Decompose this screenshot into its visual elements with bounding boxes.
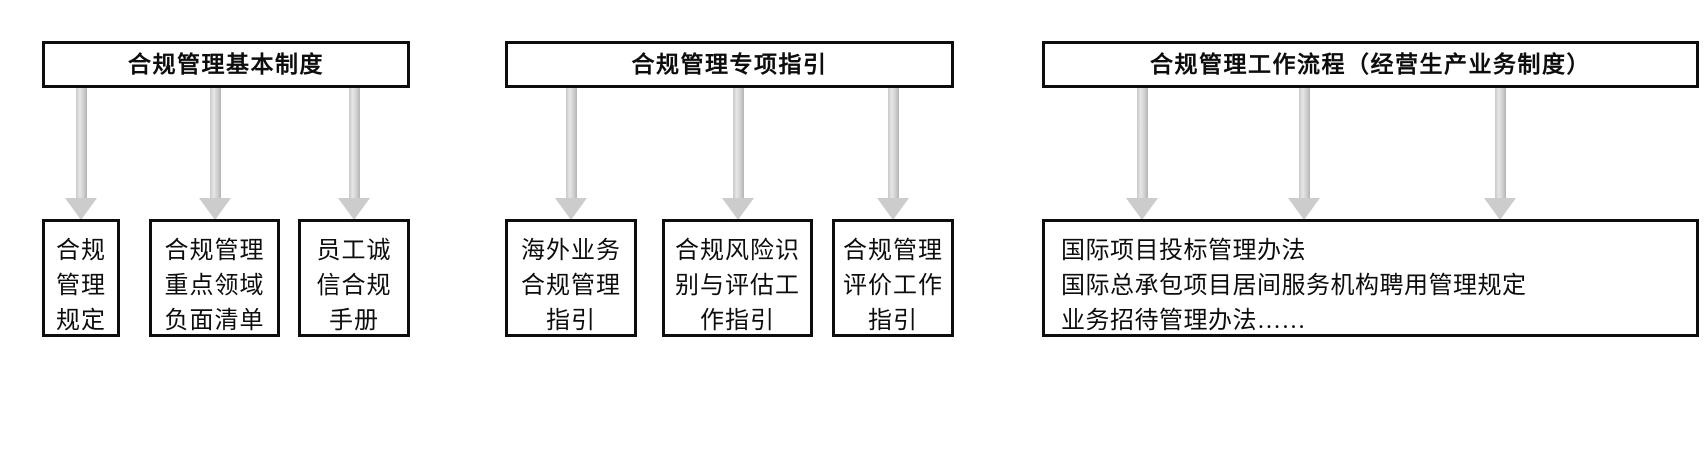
arrow-shaft	[1299, 88, 1310, 200]
leaf-line: 别与评估工	[675, 273, 800, 299]
leaf-line: 管理	[56, 273, 106, 299]
leaf-line: 信合规	[316, 273, 392, 299]
arrow-shaft	[349, 88, 360, 200]
leaf-line: 合规管理	[843, 238, 943, 264]
diagram-group-special-guideline: 合规管理专项指引 海外业务 合规管理 指引 合规风险识 别与评估工 作指引	[505, 0, 954, 449]
leaf-line: 评价工作	[843, 273, 943, 299]
group-header-box-0[interactable]: 合规管理基本制度	[42, 41, 410, 88]
arrow-head	[65, 198, 97, 220]
leaf-box-text: 海外业务 合规管理 指引	[508, 234, 634, 334]
diagram-group-work-process: 合规管理工作流程（经营生产业务制度） 国际项目投标管理办法 国际总承包项目居间服…	[1042, 0, 1699, 449]
leaf-line: 指引	[868, 308, 918, 334]
leaf-box[interactable]: 合规管理 评价工作 指引	[832, 219, 954, 337]
group-header-label-0: 合规管理基本制度	[128, 52, 324, 77]
leaf-box[interactable]: 海外业务 合规管理 指引	[505, 219, 637, 337]
leaf-line: 负面清单	[164, 308, 265, 334]
diagram-group-basic-system: 合规管理基本制度 合规 管理 规定 合规管理 重点领域 负面清单	[42, 0, 410, 449]
arrow-head	[1288, 198, 1320, 220]
group-header-box-2[interactable]: 合规管理工作流程（经营生产业务制度）	[1042, 41, 1699, 88]
leaf-line: 业务招待管理办法……	[1061, 308, 1306, 334]
down-arrow-icon	[199, 88, 231, 220]
down-arrow-icon	[338, 88, 370, 220]
leaf-line: 规定	[56, 308, 106, 334]
arrow-head	[722, 198, 754, 220]
leaf-box-text: 合规风险识 别与评估工 作指引	[665, 234, 810, 334]
group-header-label-1: 合规管理专项指引	[631, 52, 828, 77]
arrow-shaft	[210, 88, 221, 200]
leaf-line: 国际项目投标管理办法	[1061, 238, 1306, 264]
down-arrow-icon	[65, 88, 97, 220]
leaf-box[interactable]: 合规 管理 规定	[42, 219, 120, 337]
arrow-shaft	[1137, 88, 1148, 200]
arrow-shaft	[76, 88, 87, 200]
arrow-shaft	[888, 88, 899, 200]
leaf-box[interactable]: 员工诚 信合规 手册	[298, 219, 410, 337]
arrow-head	[1126, 198, 1158, 220]
group-header-label-2: 合规管理工作流程（经营生产业务制度）	[1150, 52, 1591, 77]
arrow-head	[199, 198, 231, 220]
leaf-line: 国际总承包项目居间服务机构聘用管理规定	[1061, 273, 1527, 299]
arrow-head	[338, 198, 370, 220]
down-arrow-icon	[722, 88, 754, 220]
leaf-box[interactable]: 合规风险识 别与评估工 作指引	[662, 219, 813, 337]
leaf-box-text: 合规管理 评价工作 指引	[835, 234, 951, 334]
arrow-shaft	[566, 88, 577, 200]
leaf-line: 合规管理	[521, 273, 621, 299]
leaf-box-text: 员工诚 信合规 手册	[301, 234, 407, 334]
down-arrow-icon	[877, 88, 909, 220]
leaf-line: 海外业务	[521, 238, 621, 264]
group-header-box-1[interactable]: 合规管理专项指引	[505, 41, 954, 88]
leaf-line: 合规	[56, 238, 106, 264]
arrow-shaft	[733, 88, 744, 200]
arrow-head	[555, 198, 587, 220]
leaf-box-text: 合规 管理 规定	[45, 234, 117, 334]
leaf-box[interactable]: 国际项目投标管理办法 国际总承包项目居间服务机构聘用管理规定 业务招待管理办法……	[1042, 219, 1699, 337]
down-arrow-icon	[555, 88, 587, 220]
leaf-line: 指引	[546, 308, 596, 334]
leaf-line: 手册	[329, 308, 379, 334]
leaf-line: 合规管理	[164, 238, 265, 264]
arrow-shaft	[1495, 88, 1506, 200]
down-arrow-icon	[1484, 88, 1516, 220]
arrow-head	[1484, 198, 1516, 220]
down-arrow-icon	[1126, 88, 1158, 220]
leaf-line: 重点领域	[164, 273, 265, 299]
leaf-box-text: 合规管理 重点领域 负面清单	[152, 234, 277, 334]
leaf-box[interactable]: 合规管理 重点领域 负面清单	[149, 219, 280, 337]
arrow-head	[877, 198, 909, 220]
leaf-line: 合规风险识	[675, 238, 800, 264]
leaf-line: 员工诚	[316, 238, 392, 264]
down-arrow-icon	[1288, 88, 1320, 220]
leaf-box-text: 国际项目投标管理办法 国际总承包项目居间服务机构聘用管理规定 业务招待管理办法……	[1061, 234, 1686, 334]
leaf-line: 作指引	[700, 308, 775, 334]
